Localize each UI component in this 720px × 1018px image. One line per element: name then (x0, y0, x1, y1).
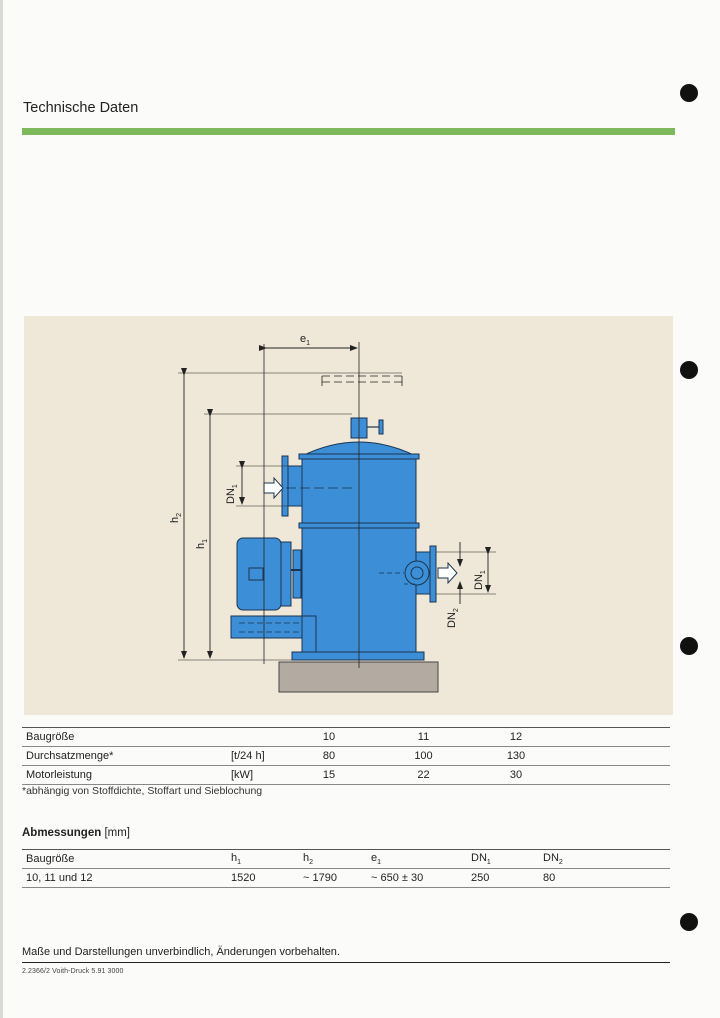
inlet-flange (281, 455, 289, 517)
col-baugroesse: Baugröße (22, 849, 227, 869)
page-title: Technische Daten (23, 100, 139, 116)
cell-size-10: 80 (289, 746, 369, 766)
cell-dn2: 80 (539, 868, 670, 888)
dn1-outlet-label: DN1 (473, 570, 487, 590)
e1-label: e1 (300, 333, 310, 347)
punch-hole (680, 913, 698, 931)
footnote: *abhängig von Stoffdichte, Stoffart und … (22, 785, 263, 797)
table-row: 10, 11 und 12 1520 ~ 1790 ~ 650 ± 30 250… (22, 868, 670, 888)
accent-bar (22, 128, 675, 135)
punch-hole (680, 361, 698, 379)
machine-drawing-svg: e1 h2 h1 DN1 DN1 DN2 (169, 333, 496, 693)
cell-size-11: 22 (369, 765, 478, 785)
footer-rule (22, 962, 670, 963)
disclaimer: Maße und Darstellungen unverbindlich, Än… (22, 946, 340, 958)
row-label: Motorleistung (22, 765, 227, 785)
cell-h1: 1520 (227, 868, 299, 888)
table-row: Durchsatzmenge* [t/24 h] 80 100 130 (22, 746, 670, 766)
cell-size-12: 12 (478, 727, 554, 747)
cell-size-10: 10 (289, 727, 369, 747)
dimensions-heading: Abmessungen [mm] (22, 827, 131, 839)
col-h2: h2 (299, 849, 367, 869)
cell-size-11: 11 (369, 727, 478, 747)
dn2-label: DN2 (446, 608, 460, 628)
h1-label: h1 (195, 539, 209, 549)
row-label: Durchsatzmenge* (22, 746, 227, 766)
cell-dn1: 250 (467, 868, 539, 888)
col-dn2: DN2 (539, 849, 670, 869)
table-row: Baugröße 10 11 12 (22, 727, 670, 747)
table-row: Motorleistung [kW] 15 22 30 (22, 765, 670, 785)
technical-drawing: e1 h2 h1 DN1 DN1 DN2 (24, 316, 673, 715)
outlet-flange (429, 545, 437, 603)
cell-e1: ~ 650 ± 30 (367, 868, 467, 888)
row-unit: [kW] (227, 765, 289, 785)
h2-label: h2 (169, 513, 183, 523)
col-e1: e1 (367, 849, 467, 869)
dn1-inlet-label: DN1 (225, 484, 239, 504)
print-info: 2.2366/2 Voith-Druck 5.91 3000 (22, 968, 124, 975)
binder-edge (0, 0, 3, 1018)
inlet-arrow (263, 476, 284, 500)
row-unit: [t/24 h] (227, 746, 289, 766)
row-label: Baugröße (22, 727, 227, 747)
row-unit (227, 727, 289, 747)
foundation-base (278, 661, 439, 693)
cell-size-10: 15 (289, 765, 369, 785)
outlet-arrow (437, 561, 458, 585)
punch-hole (680, 637, 698, 655)
cell-baugroesse: 10, 11 und 12 (22, 868, 227, 888)
cell-h2: ~ 1790 (299, 868, 367, 888)
col-h1: h1 (227, 849, 299, 869)
spec-table: Baugröße 10 11 12 Durchsatzmenge* [t/24 … (22, 727, 670, 785)
table-header-row: Baugröße h1 h2 e1 DN1 DN2 (22, 849, 670, 869)
cell-size-11: 100 (369, 746, 478, 766)
punch-hole (680, 84, 698, 102)
col-dn1: DN1 (467, 849, 539, 869)
cell-size-12: 130 (478, 746, 554, 766)
cell-size-12: 30 (478, 765, 554, 785)
dimensions-table: Baugröße h1 h2 e1 DN1 DN2 10, 11 und 12 … (22, 849, 670, 888)
